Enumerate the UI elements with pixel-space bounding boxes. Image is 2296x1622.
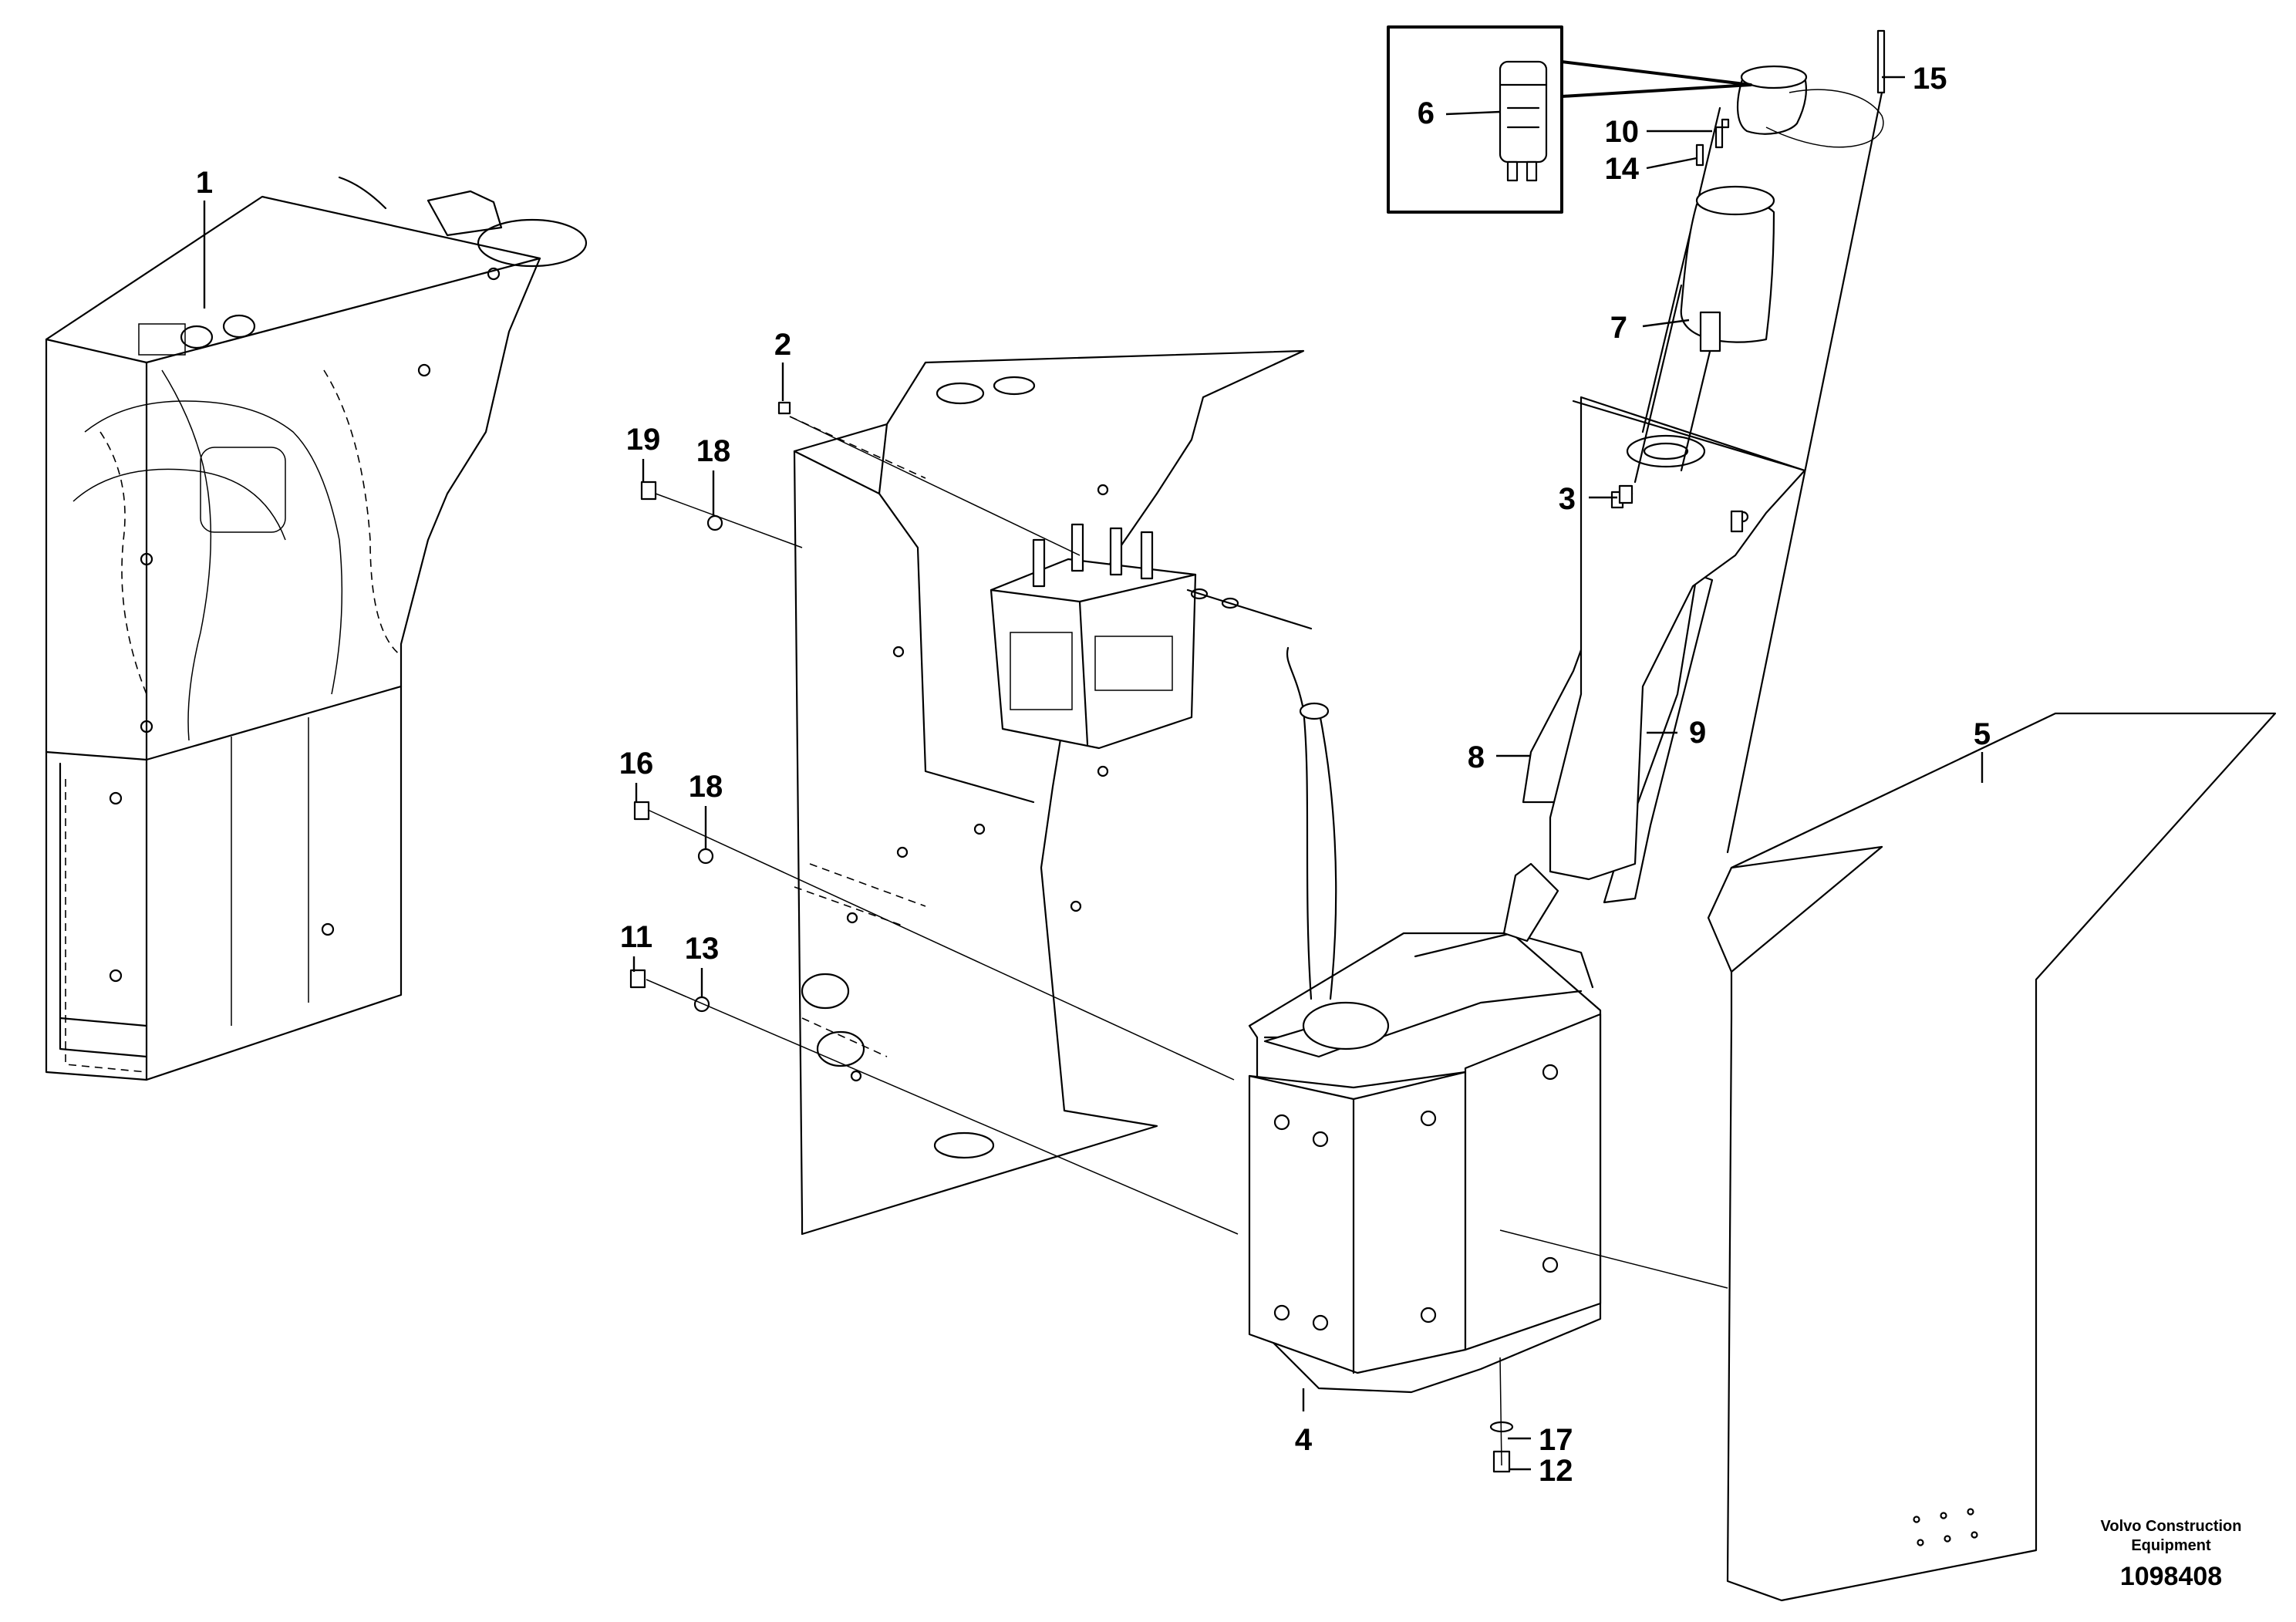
callout-11: 11 [620,920,652,954]
callout-17: 17 [1539,1423,1573,1457]
top-bracket-drawing [1549,396,1806,881]
brand-line-2: Equipment [2131,1537,2211,1554]
callout-18-lower: 18 [689,770,723,804]
assembly-lines [646,416,1728,1466]
callout-3: 3 [1559,482,1576,516]
callout-19: 19 [626,423,661,457]
callout-16: 16 [619,747,654,781]
callout-1: 1 [196,166,213,200]
side-cover-drawing [1707,712,2277,1602]
document-number: 1098408 [2120,1562,2222,1591]
fasteners-drawing [629,118,1730,1473]
leader-lines [203,76,1984,1471]
callout-labels: 1 2 3 4 5 6 7 8 9 10 11 12 13 14 15 16 1… [196,62,1991,1488]
callout-8: 8 [1468,740,1485,774]
callout-13: 13 [685,932,720,966]
mounting-panel-drawing [793,349,1305,1236]
footer-block: Volvo Construction Equipment 1098408 [2101,1518,2242,1591]
callout-4: 4 [1295,1423,1313,1457]
callout-2: 2 [774,328,791,362]
filler-sensor-drawing [1610,29,1886,854]
callout-6: 6 [1418,96,1435,130]
callout-7: 7 [1610,311,1627,345]
assembled-housing-drawing [45,176,588,1081]
inset-detail-box [1387,25,1752,214]
callout-9: 9 [1689,716,1706,750]
callout-14: 14 [1605,152,1640,186]
pump-unit-drawing [990,523,1313,750]
callout-18-upper: 18 [696,434,731,468]
tank-drawing [1248,646,1602,1394]
callout-12: 12 [1539,1454,1573,1488]
callout-15: 15 [1913,62,1947,96]
callout-5: 5 [1974,717,1991,751]
callout-10: 10 [1605,115,1640,149]
brand-line-1: Volvo Construction [2101,1518,2242,1535]
